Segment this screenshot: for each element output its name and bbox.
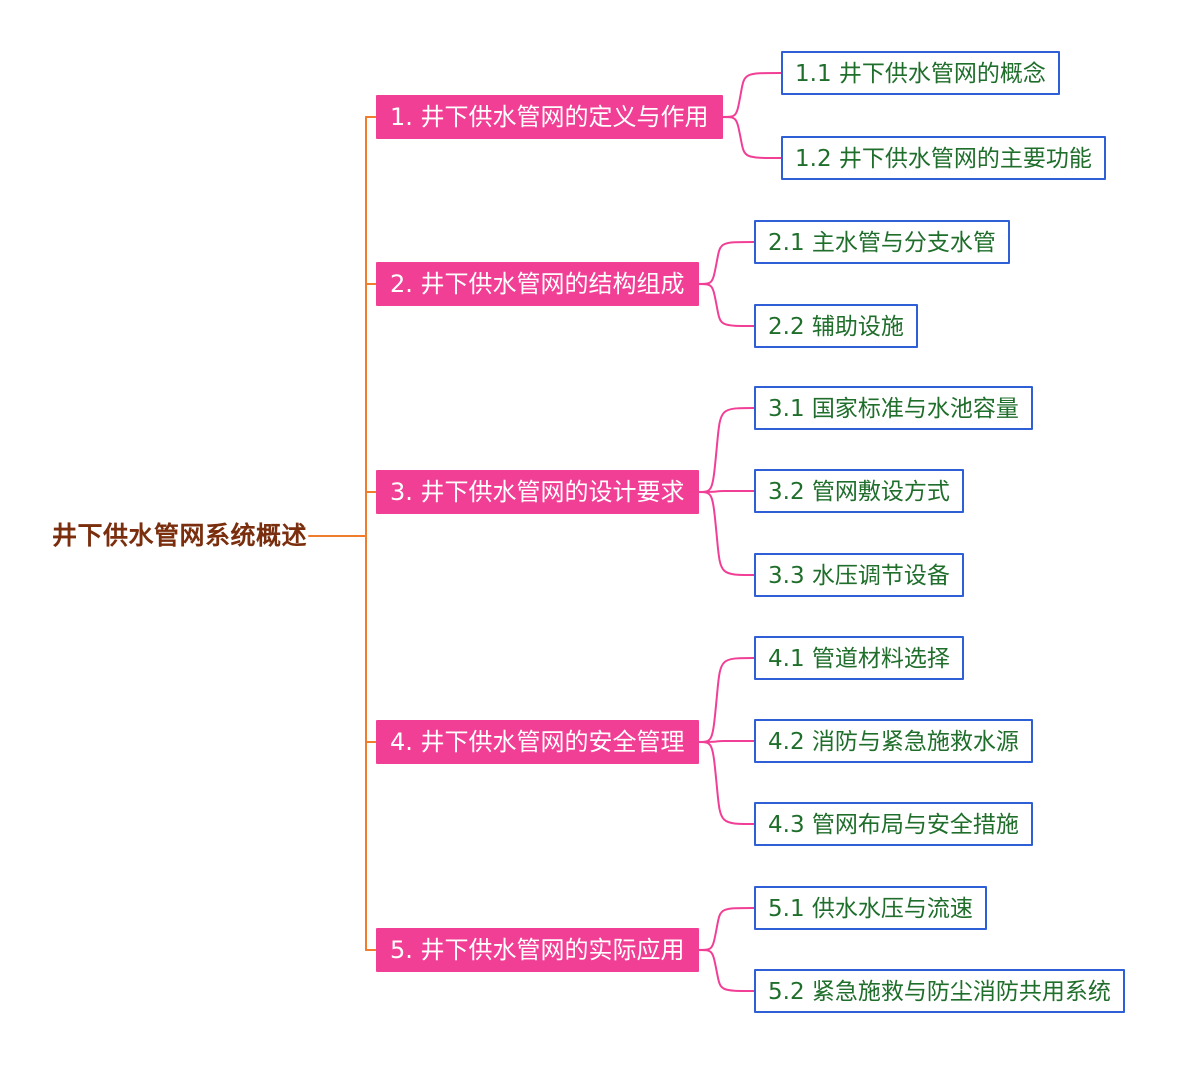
branch-1-connector-2 (721, 116, 782, 159)
subtopic-4-3[interactable]: 4.3 管网布局与安全措施 (754, 802, 1033, 846)
subtopic-4-1[interactable]: 4.1 管道材料选择 (754, 636, 964, 680)
subtopic-5-2[interactable]: 5.2 紧急施救与防尘消防共用系统 (754, 969, 1125, 1013)
branch-topic-1[interactable]: 1. 井下供水管网的定义与作用 (376, 95, 723, 139)
branch-3-connector-3 (697, 491, 755, 576)
branch-topic-2[interactable]: 2. 井下供水管网的结构组成 (376, 262, 699, 306)
subtopic-2-1[interactable]: 2.1 主水管与分支水管 (754, 220, 1010, 264)
branch-topic-5[interactable]: 5. 井下供水管网的实际应用 (376, 928, 699, 972)
branch-4-connector-1 (697, 657, 755, 743)
subtopic-2-2[interactable]: 2.2 辅助设施 (754, 304, 918, 348)
branch-2-connector-1 (697, 241, 755, 285)
branch-5-connector-2 (697, 949, 755, 992)
subtopic-3-1[interactable]: 3.1 国家标准与水池容量 (754, 386, 1033, 430)
branch-2-connector-2 (697, 283, 755, 327)
subtopic-1-1[interactable]: 1.1 井下供水管网的概念 (781, 51, 1060, 95)
branch-topic-4[interactable]: 4. 井下供水管网的安全管理 (376, 720, 699, 764)
subtopic-1-2[interactable]: 1.2 井下供水管网的主要功能 (781, 136, 1106, 180)
subtopic-5-1[interactable]: 5.1 供水水压与流速 (754, 886, 987, 930)
subtopic-3-3[interactable]: 3.3 水压调节设备 (754, 553, 964, 597)
root-topic[interactable]: 井下供水管网系统概述 (52, 521, 308, 550)
subtopic-3-2[interactable]: 3.2 管网敷设方式 (754, 469, 964, 513)
branch-3-connector-1 (697, 407, 755, 493)
branch-4-connector-3 (697, 741, 755, 825)
subtopic-4-2[interactable]: 4.2 消防与紧急施救水源 (754, 719, 1033, 763)
branch-topic-3[interactable]: 3. 井下供水管网的设计要求 (376, 470, 699, 514)
branch-5-connector-1 (697, 907, 755, 951)
branch-1-connector-1 (721, 72, 782, 118)
